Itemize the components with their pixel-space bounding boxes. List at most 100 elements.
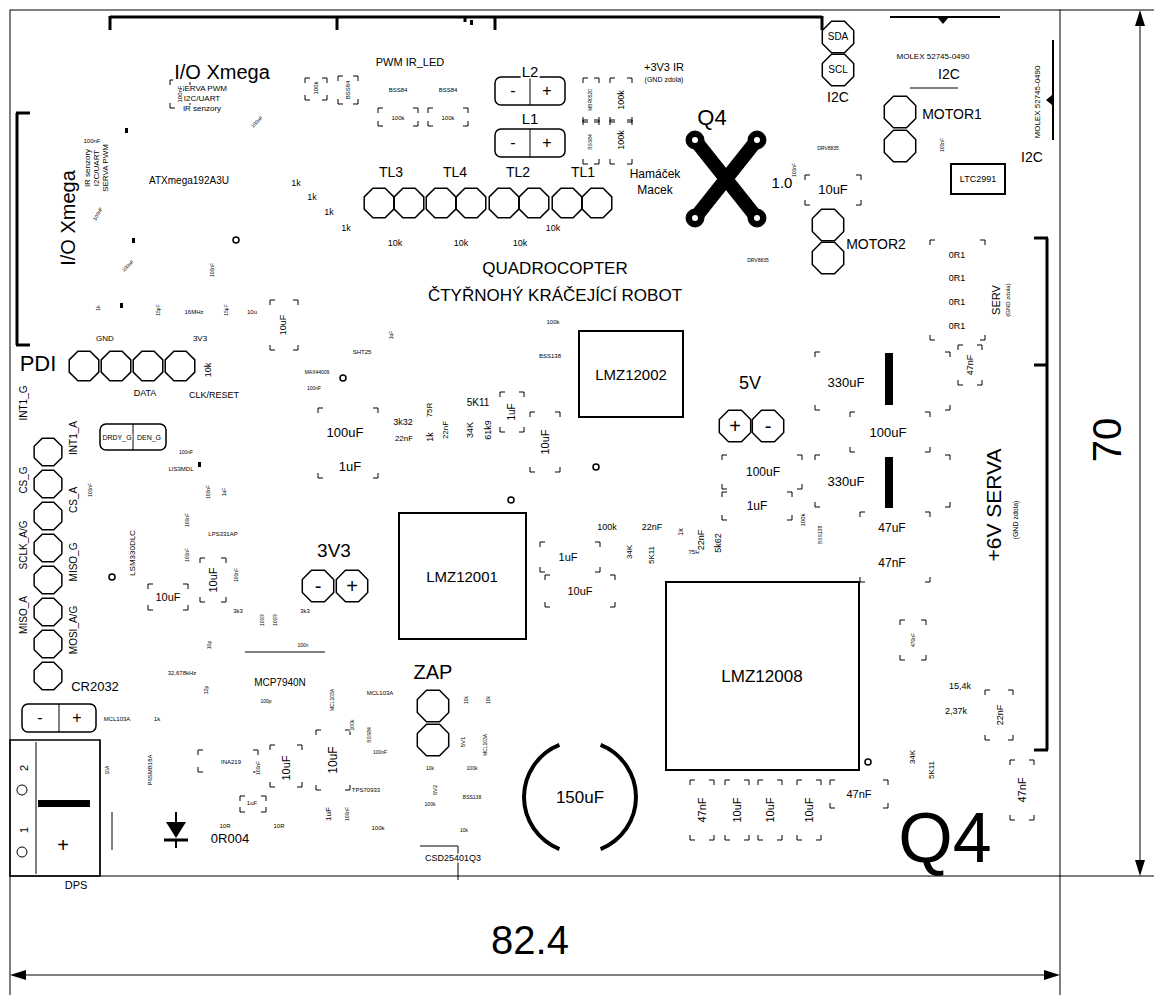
silkscreen-label: (GND zdola)	[1012, 500, 1019, 541]
component-outline	[530, 412, 560, 472]
silkscreen-label: QUADROCOPTER	[481, 260, 628, 277]
part-name: LMZ12002	[595, 367, 667, 382]
octagon-pad	[489, 188, 519, 218]
silkscreen-label: DATA	[133, 389, 158, 398]
octagon-pad	[456, 188, 486, 218]
silkscreen-label: 10uF	[765, 796, 776, 823]
silkscreen-label: 10k	[425, 766, 435, 771]
connector-bracket	[336, 16, 339, 30]
part-marker	[120, 303, 123, 308]
silkscreen-label: 10uF	[279, 314, 288, 337]
pin1-dot	[109, 574, 115, 580]
silkscreen-label: +	[345, 576, 359, 596]
silkscreen-label: MOSI_A/G	[69, 605, 79, 655]
part-name: SDA	[828, 32, 849, 42]
polarity-bar	[38, 800, 90, 807]
silkscreen-label: 100k	[617, 89, 626, 111]
silkscreen-label: Q4	[897, 803, 992, 873]
silkscreen-label: 100nF	[250, 115, 265, 130]
silkscreen-label: 10A	[105, 765, 110, 776]
component-outline	[797, 780, 821, 840]
silkscreen-label: 15pF	[224, 303, 229, 316]
silkscreen-label: MCL103A	[330, 688, 335, 712]
silkscreen-label: I2C	[826, 90, 850, 104]
silkscreen-label: Hamáček	[629, 168, 682, 180]
silkscreen-label: 10k	[459, 828, 469, 833]
silkscreen-label: 100uF	[869, 426, 908, 439]
silkscreen-label: CR2032	[70, 680, 120, 693]
component-outline	[850, 412, 930, 452]
silkscreen-label: 5K11	[466, 398, 491, 408]
silkscreen-label: 10k	[545, 224, 562, 233]
polarity-bar	[885, 353, 893, 405]
silkscreen-label: IR senzory	[182, 105, 222, 113]
pad-pair	[22, 704, 96, 732]
silkscreen-label: -	[764, 416, 773, 436]
component-outline	[805, 175, 861, 205]
octagon-pad	[34, 662, 62, 690]
component-outline	[758, 780, 782, 840]
component-outline	[305, 78, 327, 100]
silkscreen-label: 10uF	[817, 183, 849, 196]
component-outline	[545, 575, 615, 607]
inductor-outline	[600, 743, 638, 851]
silkscreen-label: 6V2	[432, 784, 438, 797]
silkscreen-label: 5k62	[714, 532, 723, 554]
inductor-footprint: 150uF	[522, 739, 638, 855]
component-outline	[200, 558, 226, 602]
dimension-line	[14, 975, 1056, 976]
terminal-screw	[17, 847, 27, 857]
silkscreen-label: TL2	[505, 165, 531, 179]
silkscreen-label: DPS	[64, 880, 89, 891]
logo-hole	[754, 137, 760, 143]
part-name: LMZ12008	[721, 668, 802, 685]
octagon-pad	[752, 410, 783, 441]
logo-hole	[692, 137, 698, 143]
silkscreen-label: 100nF	[177, 84, 183, 103]
arrowhead	[1135, 860, 1145, 876]
silkscreen-label: Macek	[636, 184, 673, 196]
silkscreen-label: 12p	[204, 685, 209, 695]
silkscreen-label: 100n	[296, 643, 309, 648]
component-outline	[112, 812, 113, 850]
silkscreen-label: CS_A	[69, 486, 79, 514]
pin-marker	[1046, 95, 1052, 105]
silkscreen-label: MOTOR2	[845, 237, 907, 251]
component-outline	[930, 240, 985, 340]
silkscreen-label: DRV8835	[746, 258, 770, 263]
connector-bracket	[1046, 238, 1049, 750]
silkscreen-label: 16MHz	[183, 309, 204, 315]
ic-footprint: LMZ12001	[398, 512, 527, 640]
silkscreen-label: (GND zdola)	[644, 76, 685, 83]
silkscreen-label: 75R	[426, 402, 434, 419]
component-outline	[420, 846, 458, 847]
silkscreen-label: MOLEX 52745-0490	[896, 53, 971, 61]
silkscreen-label: MCL103A	[483, 733, 488, 757]
silkscreen-label: 10R	[272, 823, 285, 829]
silkscreen-label: 1k	[96, 304, 101, 311]
board-outline	[10, 10, 1060, 876]
component-outline	[378, 108, 418, 126]
silkscreen-label: MISO_A	[19, 595, 29, 635]
silkscreen-label: 15,4k	[948, 682, 972, 691]
silkscreen-label: 470nF	[911, 632, 916, 648]
component-outline	[722, 492, 792, 520]
connector-outline	[910, 88, 958, 89]
silkscreen-label: 100nF	[345, 806, 350, 822]
silkscreen-label: 1k	[290, 179, 302, 188]
silkscreen-label: IR senzory	[84, 148, 92, 188]
pad-divider	[530, 77, 531, 105]
connector-bracket	[109, 16, 112, 30]
octagon-pad	[34, 598, 62, 626]
silkscreen-label: 5K11	[648, 545, 656, 565]
silkscreen-label: 100nF	[82, 138, 101, 144]
octagon-pad	[34, 566, 62, 594]
silkscreen-label: 100k	[466, 766, 479, 771]
silkscreen-label: CSD25401Q3	[424, 854, 482, 863]
silkscreen-label: 15pF	[156, 303, 161, 316]
silkscreen-label: 0R1	[948, 251, 967, 260]
silkscreen-label: +	[541, 135, 552, 151]
octagon-pad	[519, 188, 549, 218]
silkscreen-label: 10k	[512, 239, 529, 248]
silkscreen-label: 1uF	[222, 487, 227, 498]
